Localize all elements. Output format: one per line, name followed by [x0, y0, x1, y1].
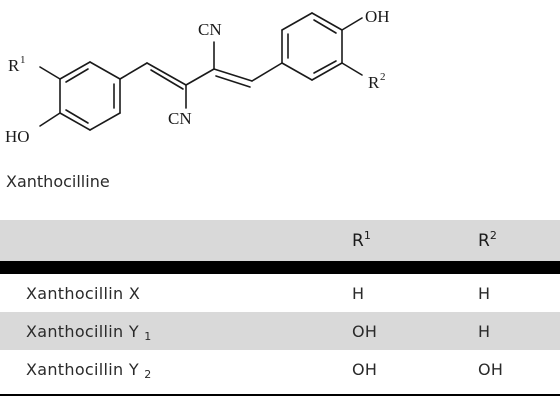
vinyl-double-bond [146, 62, 187, 86]
compound-name: Xanthocillin Y 1 [26, 322, 152, 343]
header-r1: R1 [352, 229, 371, 251]
r1-value: OH [352, 360, 378, 379]
bond [281, 12, 313, 31]
table-header: R1 R2 [0, 220, 560, 261]
bond [251, 62, 283, 82]
r2-value: H [478, 284, 491, 303]
r1-value: H [352, 284, 365, 303]
bond [89, 112, 121, 131]
table-row: Xanthocillin X H H [0, 274, 560, 312]
bond [311, 62, 343, 81]
ho-label: HO [5, 127, 30, 146]
bond [311, 12, 343, 31]
r2-value: H [478, 322, 491, 341]
cn-bottom-label: CN [168, 109, 192, 128]
aromatic-bond [65, 68, 89, 83]
bond [119, 62, 148, 80]
r2-label-sup: 2 [380, 71, 386, 83]
vinyl-double-bond [213, 68, 253, 82]
oh-label: OH [365, 7, 390, 26]
bond-oh [341, 17, 363, 31]
bond [89, 61, 121, 80]
bond-ho [39, 112, 61, 127]
r1-label-main: R [8, 56, 20, 75]
compound-name: Xanthocillin X [26, 284, 141, 303]
substituent-table: R1 R2 Xanthocillin X H H Xanthocillin Y … [0, 220, 560, 396]
bond-r2 [341, 62, 363, 76]
bond [281, 62, 313, 81]
vinyl-double-bond [215, 75, 251, 88]
aromatic-bond [313, 60, 337, 74]
aromatic-bond [313, 19, 337, 34]
header-r2: R2 [478, 229, 497, 251]
bond [59, 61, 91, 80]
r2-value: OH [478, 360, 504, 379]
structure-caption: Xanthocilline [6, 172, 110, 191]
aromatic-bond [65, 109, 89, 124]
header-rule [0, 261, 560, 274]
table-row: Xanthocillin Y 2 OH OH [0, 350, 560, 388]
table-row: Xanthocillin Y 1 OH H [0, 312, 560, 350]
bond-r1 [39, 66, 61, 80]
r2-label-main: R [368, 73, 380, 92]
xanthocilline-structure-diagram: R 1 HO CN CN OH R 2 [5, 7, 390, 146]
r1-value: OH [352, 322, 378, 341]
r1-label-sup: 1 [20, 54, 26, 66]
cn-top-label: CN [198, 20, 222, 39]
vinyl-double-bond [150, 69, 184, 90]
bond [185, 68, 215, 86]
compound-name: Xanthocillin Y 2 [26, 360, 152, 381]
bond [59, 112, 91, 131]
table-bottom-rule [0, 394, 560, 396]
